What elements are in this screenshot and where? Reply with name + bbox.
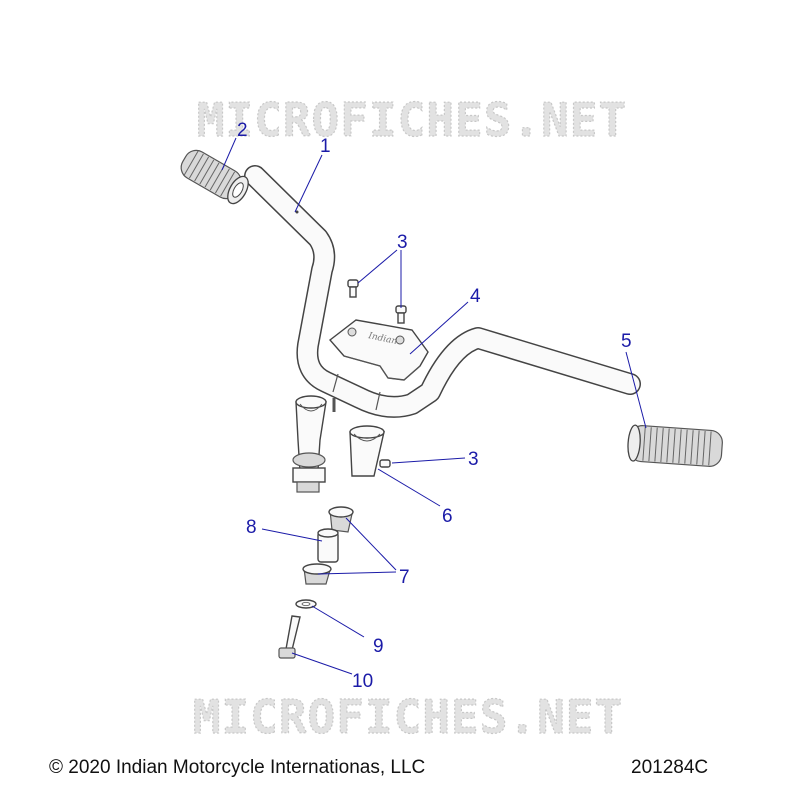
callout-3-right: 3	[468, 449, 479, 470]
riser-left	[292, 395, 336, 493]
callout-9: 9	[373, 636, 384, 657]
callout-8: 8	[246, 517, 257, 538]
callout-10: 10	[352, 671, 373, 692]
riser-bolt	[278, 615, 301, 659]
leader-lines	[221, 137, 647, 675]
copyright-text: © 2020 Indian Motorcycle Internationas, …	[49, 757, 426, 778]
callout-5: 5	[621, 331, 632, 352]
callout-4: 4	[470, 286, 481, 307]
right-grip	[627, 424, 723, 467]
clamp-bolt-right	[395, 305, 407, 324]
callout-6: 6	[442, 506, 453, 527]
riser-right	[349, 425, 391, 477]
callout-3-top: 3	[397, 232, 408, 253]
watermark-top: MICROFICHES.NET	[197, 93, 627, 147]
left-grip	[180, 149, 249, 205]
handlebar	[244, 165, 641, 418]
top-clamp: Indian	[328, 319, 429, 381]
spacer	[317, 528, 339, 563]
callout-7: 7	[399, 567, 410, 588]
watermark-bottom: MICROFICHES.NET	[193, 690, 623, 744]
callout-2: 2	[237, 120, 248, 141]
diagram-id: 201284C	[631, 757, 709, 778]
upper-bushing	[328, 506, 354, 533]
clamp-bolt-left	[347, 279, 359, 298]
washer	[295, 599, 317, 609]
callout-1: 1	[320, 136, 331, 157]
lower-bushing	[302, 563, 332, 585]
